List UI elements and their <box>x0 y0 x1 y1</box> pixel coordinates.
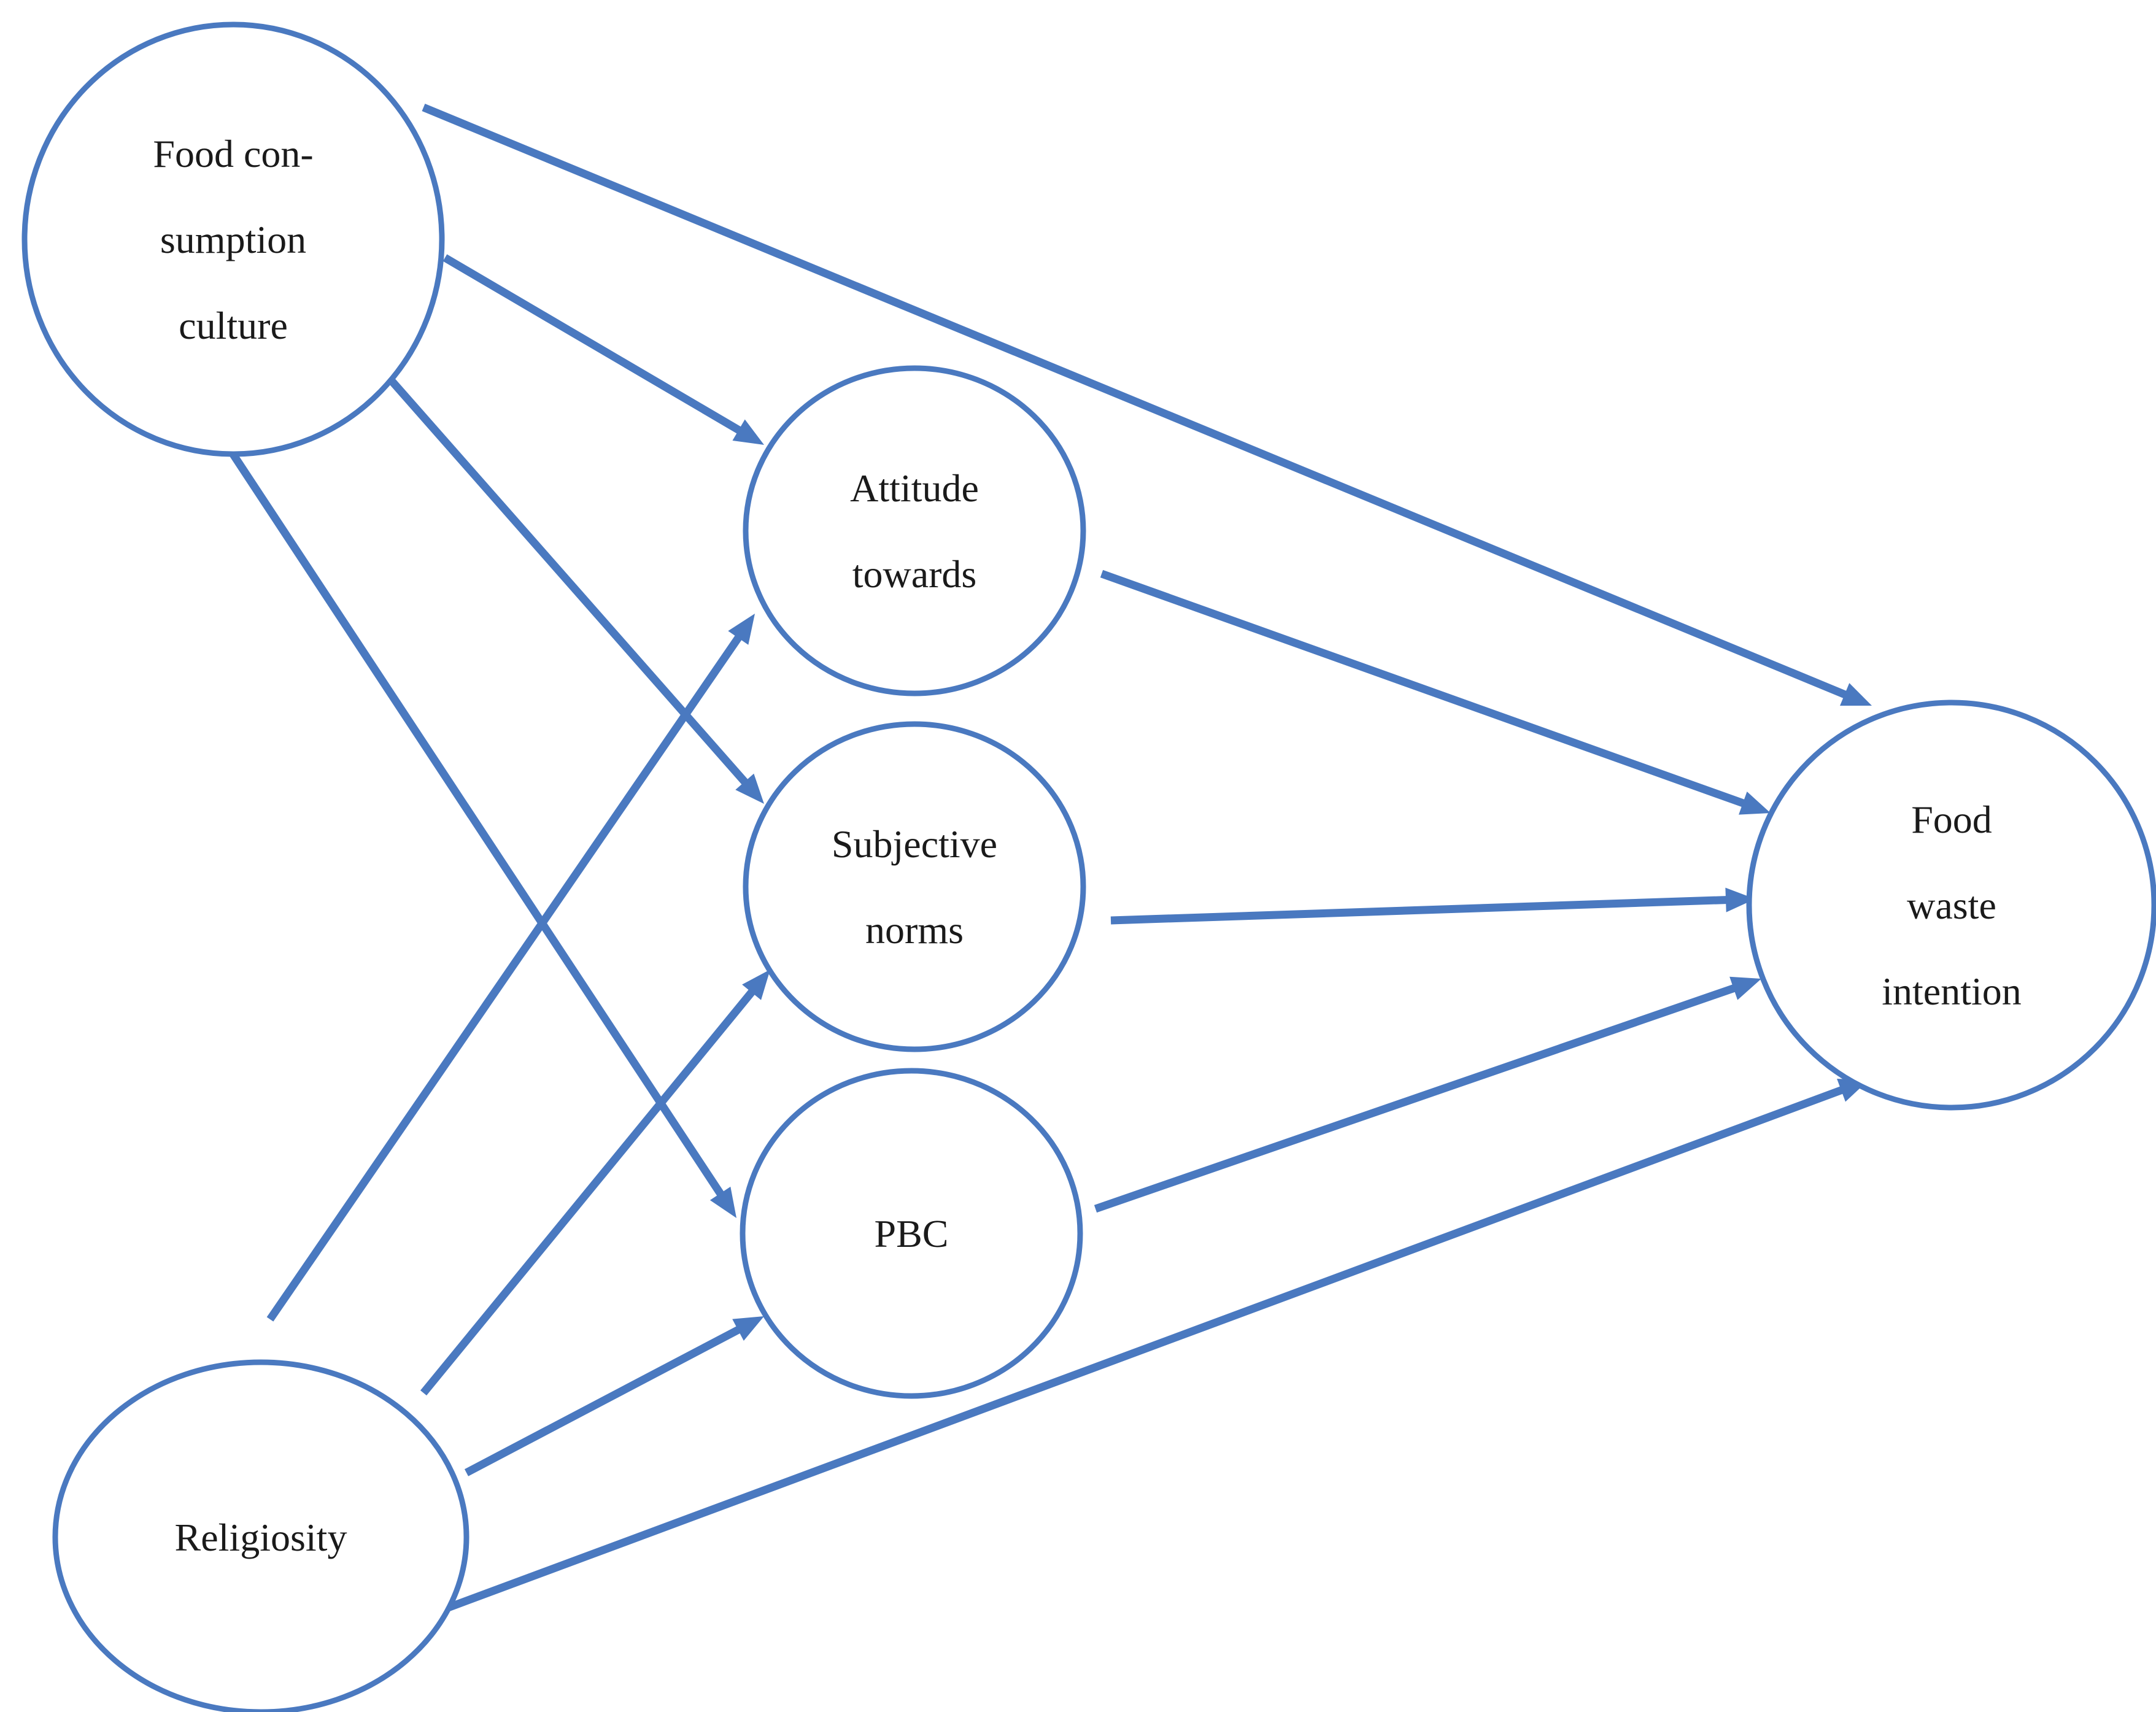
edge-food-consumption-culture-to-attitude-towards <box>442 254 764 445</box>
arrowhead <box>735 773 764 804</box>
node-label-line: Food con- <box>153 132 313 175</box>
node-label-line: PBC <box>875 1212 949 1255</box>
edge-line <box>1110 895 1729 925</box>
node-label-line: norms <box>865 908 964 952</box>
node-circle <box>743 365 1086 696</box>
node-food-consumption-culture: Food con-sumption culture <box>21 21 445 457</box>
arrowhead <box>732 1316 764 1341</box>
node-label-line: Religiosity <box>175 1516 347 1559</box>
node-circle <box>52 1359 469 1712</box>
arrowhead <box>732 419 764 445</box>
node-label-line: culture <box>179 304 288 347</box>
edge-line <box>266 633 743 1322</box>
edge-pbc-to-food-waste-intention <box>1094 976 1761 1213</box>
edge-line <box>446 1085 1845 1612</box>
edge-religiosity-to-attitude-towards <box>266 614 755 1322</box>
edge-line <box>377 365 749 787</box>
edge-religiosity-to-pbc <box>464 1316 764 1476</box>
edge-line <box>442 254 743 435</box>
edge-religiosity-to-food-waste-intention <box>446 1078 1869 1612</box>
edge-food-consumption-culture-to-pbc <box>205 415 736 1218</box>
node-label-line: intention <box>1882 970 2022 1013</box>
edge-attitude-towards-to-food-waste-intention <box>1100 569 1771 815</box>
node-food-waste-intention: Food waste intention <box>1746 700 2156 1111</box>
edge-food-consumption-culture-to-subjective-norms <box>377 365 764 804</box>
edge-religiosity-to-subjective-norms <box>420 970 770 1396</box>
arrowhead <box>1739 791 1771 815</box>
arrowhead <box>742 970 770 1000</box>
arrowhead <box>1725 887 1755 912</box>
node-label-line: Subjective <box>832 822 997 866</box>
node-pbc: PBC <box>740 1068 1083 1399</box>
arrowhead <box>1840 683 1872 706</box>
node-circle <box>21 21 445 457</box>
edge-food-consumption-culture-to-food-waste-intention <box>422 103 1872 706</box>
edge-line <box>464 1325 743 1476</box>
edges-layer <box>205 103 1872 1612</box>
arrowhead <box>1729 976 1761 1000</box>
node-label-line: towards <box>852 552 977 596</box>
node-subjective-norms: Subjective norms <box>743 721 1086 1052</box>
node-circle <box>740 1068 1083 1399</box>
node-religiosity: Religiosity <box>52 1359 469 1712</box>
edge-line <box>420 987 757 1396</box>
node-label-line: Food <box>1911 798 1992 841</box>
edge-line <box>422 103 1849 700</box>
node-label-line: Attitude <box>850 466 979 510</box>
node-circle <box>1746 700 2156 1111</box>
node-circle <box>743 721 1086 1052</box>
node-label-line: waste <box>1907 884 1996 927</box>
node-attitude-towards: Attitude towards <box>743 365 1086 696</box>
edge-line <box>205 415 725 1198</box>
arrowhead <box>709 1186 736 1218</box>
node-label-line: sumption <box>160 218 306 261</box>
edge-line <box>1094 984 1737 1213</box>
edge-line <box>1100 569 1747 808</box>
edge-subjective-norms-to-food-waste-intention <box>1110 887 1755 925</box>
arrowhead <box>728 614 755 645</box>
